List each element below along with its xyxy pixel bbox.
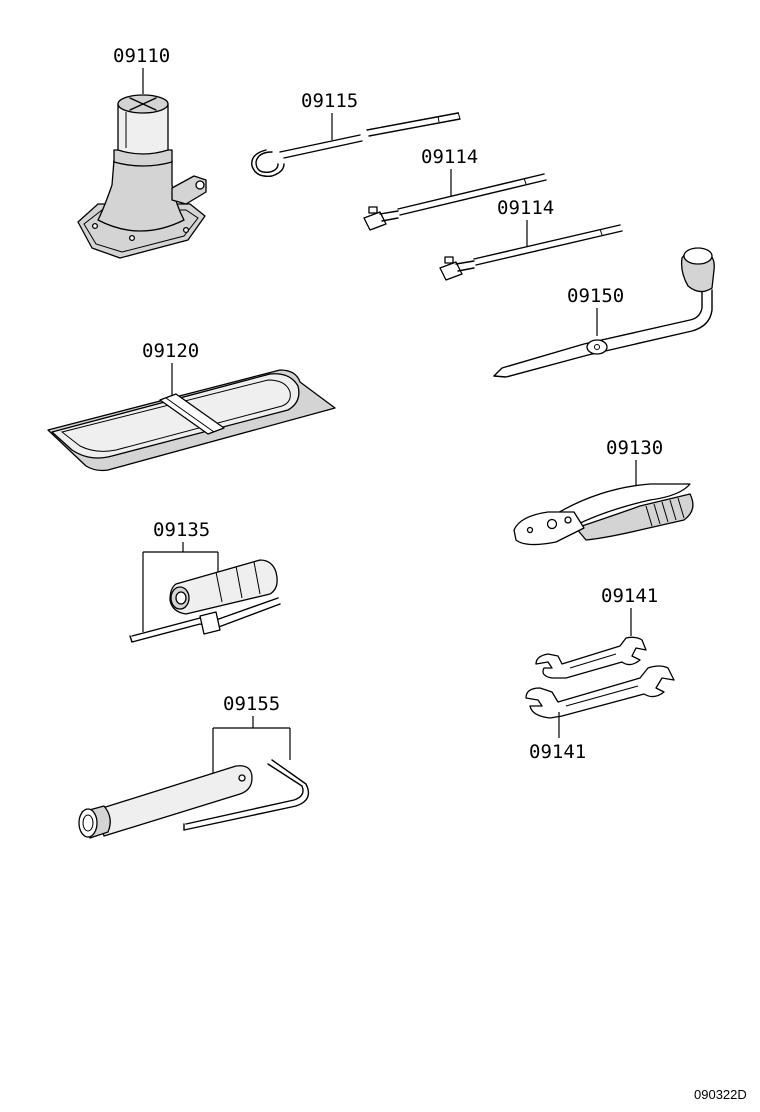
part-number-jack-handle-hook: 09115 — [301, 90, 358, 112]
jack-handle-extension-a-part[interactable]: 09114 — [363, 146, 547, 231]
part-number-screwdriver: 09135 — [153, 519, 210, 541]
pliers-part[interactable]: 09130 — [513, 437, 694, 546]
screwdriver-icon — [129, 559, 281, 643]
jack-handle-extension-b-part[interactable]: 09114 — [439, 197, 623, 281]
pliers-icon — [513, 483, 694, 546]
open-end-wrench-icon — [525, 665, 675, 719]
jack-part[interactable]: 09110 — [77, 45, 207, 259]
jack-icon — [77, 94, 207, 259]
open-end-wrench-icon — [535, 636, 647, 679]
plug-wrench-part[interactable]: 09155 — [78, 693, 310, 839]
part-number-open-end-wrench-a: 09141 — [601, 585, 658, 607]
diagram-code: 090322D — [694, 1087, 747, 1102]
extension-rod-icon — [363, 173, 547, 231]
part-number-open-end-wrench-b: 09141 — [529, 741, 586, 763]
jack-handle-hook-part[interactable]: 09115 — [251, 90, 461, 177]
part-number-jack-handle-extension-a: 09114 — [421, 146, 478, 168]
part-number-wheel-nut-wrench: 09150 — [567, 285, 624, 307]
open-end-wrench-a-part[interactable]: 09141 — [535, 585, 658, 679]
part-number-plug-wrench: 09155 — [223, 693, 280, 715]
part-number-tool-bag: 09120 — [142, 340, 199, 362]
spark-plug-wrench-icon — [78, 759, 310, 839]
part-number-pliers: 09130 — [606, 437, 663, 459]
extension-rod-icon — [439, 224, 623, 281]
hook-rod-icon — [251, 111, 461, 177]
tool-bag-icon — [47, 369, 336, 472]
wheel-nut-wrench-part[interactable]: 09150 — [493, 247, 715, 378]
open-end-wrench-b-part[interactable]: 09141 — [525, 665, 675, 763]
screwdriver-part[interactable]: 09135 — [129, 519, 281, 643]
part-number-jack: 09110 — [113, 45, 170, 67]
tool-bag-part[interactable]: 09120 — [47, 340, 336, 472]
lug-wrench-icon — [493, 247, 715, 378]
part-number-jack-handle-extension-b: 09114 — [497, 197, 554, 219]
